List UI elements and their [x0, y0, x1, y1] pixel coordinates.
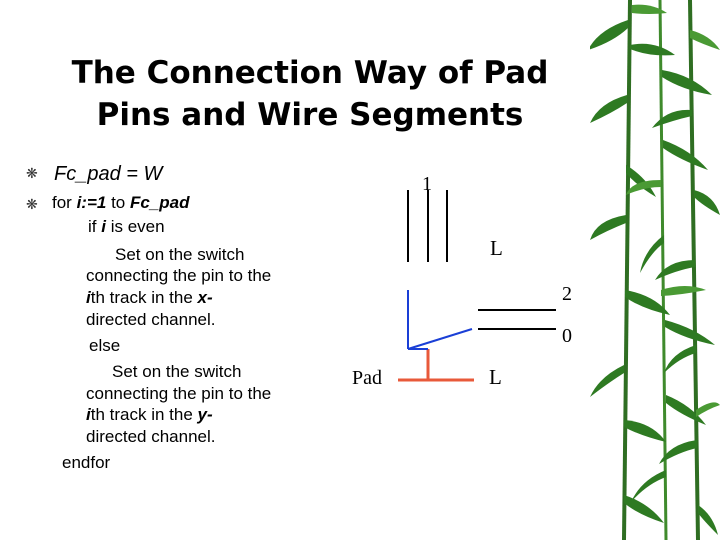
if-line: if i is even: [88, 217, 165, 236]
label-pad: Pad: [352, 367, 382, 389]
switch-connections: [407, 290, 473, 350]
bamboo-decoration: [590, 0, 720, 540]
loop-var: i:=1: [76, 193, 107, 212]
title-line-2: Pins and Wire Segments: [96, 97, 524, 133]
y-directed-line: directed channel.: [86, 427, 216, 446]
connecting-line: connecting the pin to the: [86, 266, 272, 285]
set-on-line-2: Set on the switch: [112, 362, 242, 381]
horizontal-wire-segments: [478, 309, 556, 330]
label-l-bottom: L: [489, 365, 502, 389]
ith-track-x-line: ith track in the x-: [86, 288, 213, 307]
ith-track-y-line: ith track in the y-: [86, 405, 213, 424]
pad-pins: [398, 349, 474, 382]
asterisk-bullet-icon: ❋: [26, 196, 38, 212]
x-directed-line: directed channel.: [86, 310, 216, 329]
title-line-1: The Connection Way of Pad: [71, 55, 549, 91]
endfor-line: endfor: [62, 453, 111, 472]
bullet-for-loop: for i:=1 to Fc_pad: [52, 193, 190, 213]
connecting-line-2: connecting the pin to the: [86, 384, 272, 403]
connection-to-horizontal-track: [407, 328, 473, 350]
set-on-line: Set on the switch: [115, 245, 245, 264]
to-keyword: to: [106, 193, 130, 212]
label-l-top: L: [490, 236, 503, 260]
label-track-1: 1: [422, 173, 432, 195]
vertical-wire-segments: [407, 190, 448, 262]
bullet-fc-pad: Fc_pad = W: [54, 163, 163, 185]
label-track-2: 2: [562, 283, 572, 305]
for-keyword: for: [52, 193, 77, 212]
asterisk-bullet-icon: ❋: [26, 165, 38, 181]
loop-end: Fc_pad: [129, 193, 190, 212]
slide-title: The Connection Way of Pad Pins and Wire …: [20, 52, 600, 136]
else-line: else: [89, 336, 121, 355]
label-track-0: 0: [562, 325, 572, 347]
